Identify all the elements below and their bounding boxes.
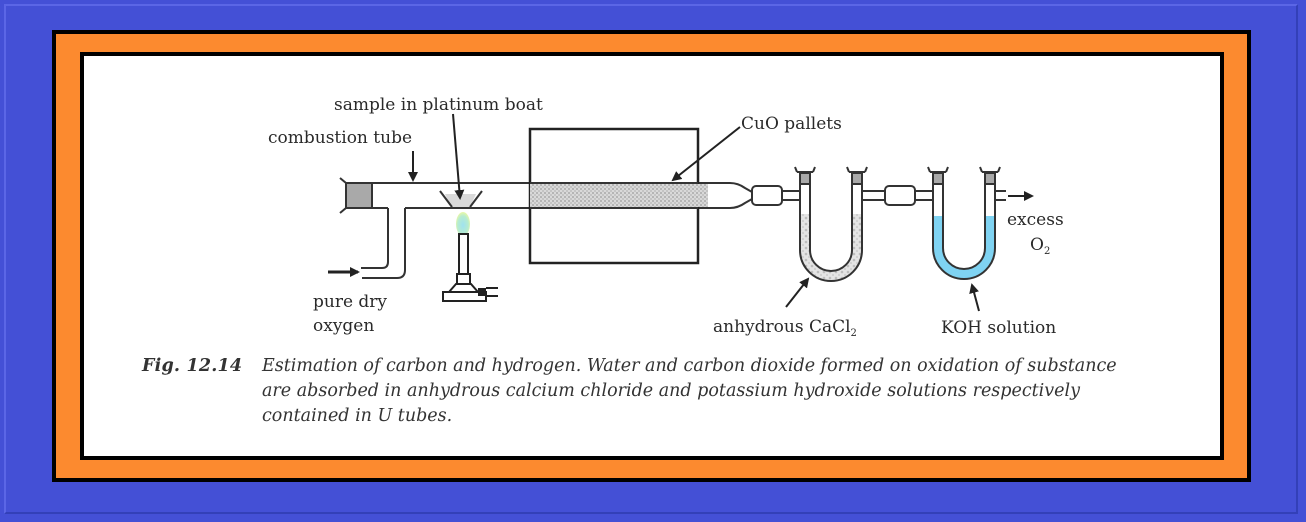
caption-text: Estimation of carbon and hydrogen. Water… (262, 354, 1222, 429)
outer-bevel (4, 4, 1298, 514)
platinum-boat (439, 190, 483, 208)
cuo-pointer-arrow (671, 126, 741, 182)
sample-pointer-arrow (452, 113, 465, 200)
label-oxygen: oxygen (313, 316, 374, 336)
tube-stopper (339, 177, 373, 214)
cuo-pellets (530, 184, 708, 207)
figure-canvas (84, 56, 1220, 456)
label-pure-dry: pure dry (313, 292, 387, 312)
oxygen-inlet-pipe (361, 208, 406, 279)
bunsen-burner (442, 212, 498, 302)
rubber-connector-1 (751, 185, 783, 206)
o2-subscript: 2 (1044, 246, 1050, 257)
label-combustion-tube: combustion tube (268, 128, 412, 148)
u-tube-koh (927, 166, 1006, 280)
label-anhydrous-cacl2: anhydrous CaCl2 (713, 317, 857, 339)
u-tube-cacl2 (794, 166, 868, 282)
cacl2-pointer-arrow (785, 277, 810, 308)
label-cuo-pellets: CuO pallets (741, 114, 842, 134)
label-excess: excess (1007, 210, 1064, 230)
figure-number: Fig. 12.14 (142, 356, 243, 376)
label-koh-solution: KOH solution (941, 318, 1056, 338)
cacl2-main-text: anhydrous CaCl (713, 317, 851, 337)
caption-line-2: are absorbed in anhydrous calcium chlori… (262, 381, 1081, 401)
side-arm-1 (782, 190, 800, 201)
rubber-connector-2 (884, 185, 916, 206)
label-sample-in-platinum-boat: sample in platinum boat (334, 95, 543, 115)
koh-pointer-arrow (969, 283, 980, 312)
cacl2-subscript: 2 (851, 328, 857, 339)
caption-line-1: Estimation of carbon and hydrogen. Water… (262, 356, 1117, 376)
o2-main-text: O (1030, 235, 1044, 255)
flame-icon (456, 212, 470, 236)
side-arm-2 (862, 190, 933, 201)
label-o2: O2 (1030, 235, 1050, 257)
caption-line-3: contained in U tubes. (262, 406, 453, 426)
